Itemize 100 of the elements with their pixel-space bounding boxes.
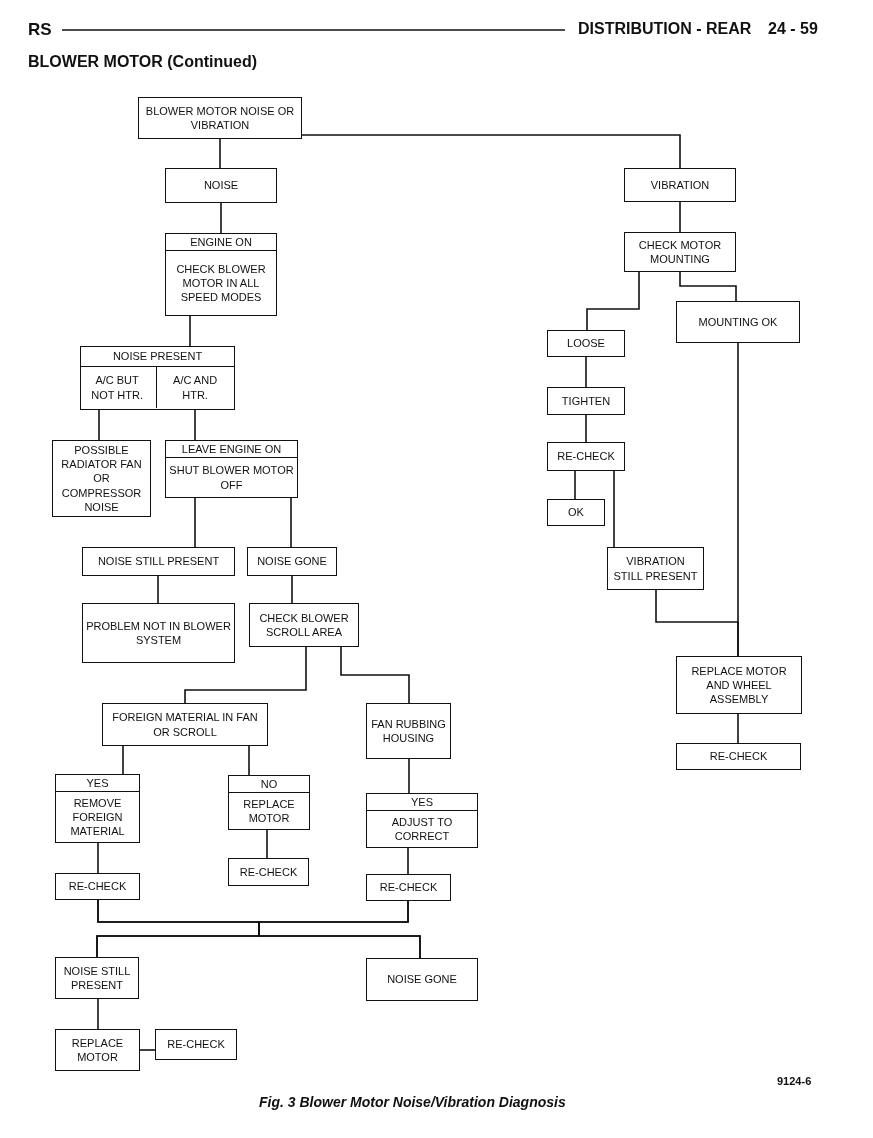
connector-line [737,713,739,744]
connector-line [408,758,410,794]
connector-line [219,138,221,169]
connector-line [574,470,576,500]
box-text: TIGHTEN [561,393,611,409]
step-box [165,233,277,316]
process-box [55,957,139,999]
page-header-text: 24 - 59 [768,20,818,38]
process-box [624,168,736,202]
connector-line [586,271,640,331]
box-text: REPLACE MOTOR [70,1035,125,1065]
connector-line [157,575,159,604]
box-text: NOISE STILL PRESENT [62,963,132,993]
connector-line [291,575,293,604]
box-text: CHECK MOTOR MOUNTING [637,237,723,267]
connector-line [340,646,410,704]
page-title: BLOWER MOTOR (Continued) [28,53,257,71]
box-text: VIBRATION [650,177,710,193]
connector-line [407,847,409,875]
box-text: OK [568,505,584,520]
process-box [52,440,151,517]
process-box [55,1029,140,1071]
connector-line [585,414,587,443]
step-box [55,774,140,843]
connector-line [301,134,681,169]
connector-line [184,646,307,704]
process-box [366,703,451,759]
box-text: REPLACE MOTOR [242,796,296,826]
connector-line [585,356,587,388]
box-text: A/C AND HTR. [172,373,219,402]
process-box [676,743,801,770]
process-box [102,703,268,746]
box-text: RE-CHECK [379,880,438,895]
step-box [366,793,478,848]
connector-line [248,745,250,776]
box-text: SHUT BLOWER MOTOR OFF [169,463,294,492]
box-text: BLOWER MOTOR NOISE OR VIBRATION [144,103,296,133]
process-box [82,547,235,576]
box-heading: YES [411,795,433,810]
page-header-text: DISTRIBUTION - REAR [578,20,752,38]
process-box [607,547,704,590]
process-box [624,232,736,272]
connector-line [220,202,222,234]
box-text: POSSIBLE RADIATOR FAN OR COMPRESSOR NOISE [60,442,143,515]
connector-line [98,409,100,441]
process-box [366,958,478,1001]
process-box [547,442,625,471]
box-text: ADJUST TO CORRECT [390,814,454,844]
connector-line [266,829,268,859]
process-box [82,603,235,663]
box-heading: NO [260,777,278,792]
box-text: VIBRATION STILL PRESENT [612,554,699,583]
box-text: RE-CHECK [167,1037,225,1052]
connector-line [97,842,99,874]
box-text: CHECK BLOWER SCROLL AREA [258,610,350,640]
process-box [228,858,309,886]
figure-number: 9124-6 [777,1075,812,1087]
process-box [547,499,605,526]
step-box [228,775,310,830]
box-text: FOREIGN MATERIAL IN FAN OR SCROLL [111,710,259,739]
page-header-text: RS [28,20,52,40]
connector-line [194,497,196,548]
box-text: REMOVE FOREIGN MATERIAL [69,795,126,839]
box-heading: YES [86,776,109,791]
connector-line [679,271,737,302]
box-heading: LEAVE ENGINE ON [181,442,282,457]
connector-line [189,315,191,347]
box-text: PROBLEM NOT IN BLOWER SYSTEM [86,618,231,648]
connector-line [194,409,196,441]
process-box [249,603,359,647]
box-heading: ENGINE ON [190,235,252,250]
box-text: A/C BUT NOT HTR. [90,373,144,402]
connector-line [290,497,292,548]
connector-line [679,201,681,233]
connector-line [737,342,739,657]
step-box [165,440,298,498]
process-box [547,387,625,415]
process-box [165,168,277,203]
box-text: NOISE STILL PRESENT [97,554,220,569]
box-text: RE-CHECK [557,449,615,464]
process-box [55,873,140,900]
connector-line [122,745,124,775]
box-text: NOISE GONE [387,972,457,987]
process-box [676,301,800,343]
box-text: LOOSE [567,336,605,351]
connector-line [139,1049,156,1051]
process-box [138,97,302,139]
process-box [547,330,625,357]
process-box [155,1029,237,1060]
connector-line [97,998,99,1030]
box-text: CHECK BLOWER MOTOR IN ALL SPEED MODES [175,261,267,305]
box-heading: NOISE PRESENT [112,349,203,364]
box-text: NOISE GONE [257,554,327,569]
process-box [247,547,337,576]
process-box [366,874,451,901]
connector-line [258,900,421,959]
box-text: RE-CHECK [68,879,127,894]
box-text: RE-CHECK [709,749,768,764]
figure-caption: Fig. 3 Blower Motor Noise/Vibration Diagnosis [259,1094,566,1110]
connector-line [613,470,615,548]
